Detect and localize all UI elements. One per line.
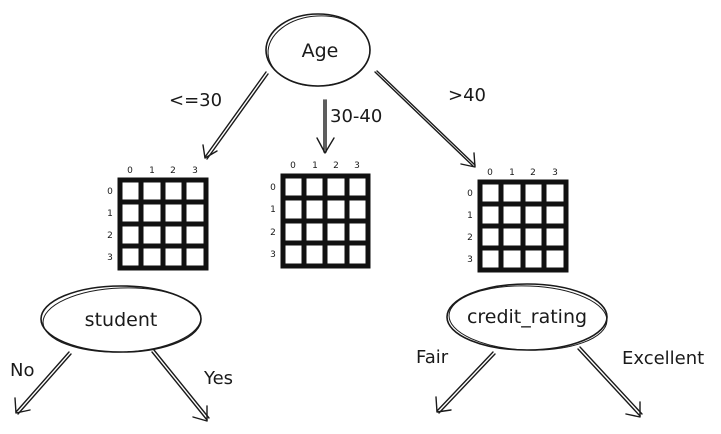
edge-label-yes: Yes: [203, 368, 233, 389]
node-credit-rating: credit_rating: [446, 283, 608, 351]
grid-left: 0 1 2 3 0 1 2 3: [107, 166, 209, 271]
grid-col-label: 1: [312, 161, 318, 171]
edge-le30: [202, 71, 269, 160]
grid-right-col-labels: 0 1 2 3: [487, 168, 558, 178]
grid-right-lines: [477, 179, 569, 273]
grid-col-label: 0: [127, 166, 133, 176]
grid-row-label: 1: [467, 211, 473, 221]
grid-col-label: 1: [509, 168, 515, 178]
grid-row-label: 0: [467, 189, 473, 199]
grid-row-label: 0: [270, 183, 276, 193]
grid-middle-col-labels: 0 1 2 3: [290, 161, 360, 171]
node-age-label: Age: [302, 40, 339, 62]
grid-left-col-labels: 0 1 2 3: [127, 166, 198, 176]
grid-row-label: 3: [107, 253, 113, 263]
edge-fair: [435, 351, 496, 414]
grid-middle: 0 1 2 3 0 1 2 3: [270, 161, 371, 269]
grid-col-label: 0: [290, 161, 296, 171]
edge-label-gt40: >40: [448, 85, 486, 106]
grid-right: 0 1 2 3 0 1 2 3: [467, 168, 569, 273]
grid-left-lines: [117, 177, 209, 271]
edge-gt40: [374, 70, 476, 168]
grid-col-label: 3: [354, 161, 360, 171]
edge-30-40: [316, 99, 335, 154]
node-age: Age: [265, 13, 371, 87]
grid-col-label: 3: [192, 166, 198, 176]
grid-row-label: 1: [270, 205, 276, 215]
grid-row-label: 3: [467, 255, 473, 265]
grid-col-label: 2: [333, 161, 339, 171]
grid-left-row-labels: 0 1 2 3: [107, 187, 113, 263]
grid-right-row-labels: 0 1 2 3: [467, 189, 473, 265]
edge-label-fair: Fair: [416, 347, 449, 368]
grid-row-label: 2: [270, 228, 276, 238]
edge-excellent: [577, 346, 643, 418]
grid-row-label: 2: [107, 231, 113, 241]
grid-row-label: 3: [270, 250, 276, 260]
node-student: student: [40, 285, 202, 353]
node-student-label: student: [85, 309, 158, 331]
grid-middle-row-labels: 0 1 2 3: [270, 183, 276, 260]
edge-no: [14, 351, 72, 415]
grid-col-label: 2: [530, 168, 536, 178]
grid-row-label: 1: [107, 209, 113, 219]
grid-col-label: 1: [149, 166, 155, 176]
grid-row-label: 2: [467, 233, 473, 243]
edge-yes: [151, 349, 210, 422]
edge-label-excellent: Excellent: [622, 348, 704, 369]
grid-col-label: 2: [170, 166, 176, 176]
grid-middle-lines: [280, 173, 371, 269]
grid-col-label: 0: [487, 168, 493, 178]
edge-label-30-40: 30-40: [330, 106, 382, 127]
grid-row-label: 0: [107, 187, 113, 197]
grid-col-label: 3: [552, 168, 558, 178]
edge-label-le30: <=30: [169, 90, 222, 111]
node-credit-rating-label: credit_rating: [467, 306, 587, 328]
edge-label-no: No: [10, 360, 34, 381]
